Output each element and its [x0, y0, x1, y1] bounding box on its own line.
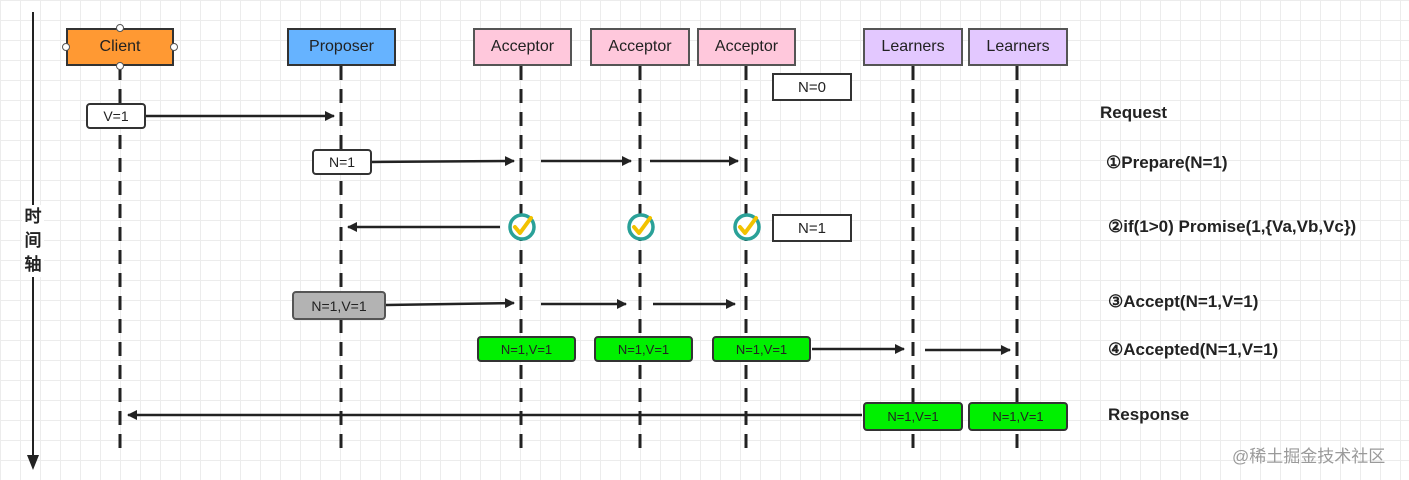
- participant-client[interactable]: Client: [66, 28, 174, 66]
- message-accepted-acceptor-3[interactable]: N=1,V=1: [712, 336, 811, 362]
- acceptor-state-promised[interactable]: N=1: [772, 214, 852, 242]
- resize-handle-top[interactable]: [116, 24, 124, 32]
- acceptor-state-initial[interactable]: N=0: [772, 73, 852, 101]
- arrow-accept-1: [385, 298, 515, 309]
- participant-proposer[interactable]: Proposer: [287, 28, 396, 66]
- message-accepted-acceptor-1[interactable]: N=1,V=1: [477, 336, 576, 362]
- participant-acceptor-1[interactable]: Acceptor: [473, 28, 572, 66]
- participant-learner-1[interactable]: Learners: [863, 28, 963, 66]
- message-response-learner-2[interactable]: N=1,V=1: [968, 402, 1068, 431]
- time-axis-char-2: 间: [24, 231, 42, 250]
- message-client-request[interactable]: V=1: [86, 103, 146, 129]
- participant-acceptor-2[interactable]: Acceptor: [590, 28, 690, 66]
- message-response-learner-1[interactable]: N=1,V=1: [863, 402, 963, 431]
- step-accept: ③Accept(N=1,V=1): [1108, 292, 1259, 311]
- step-response: Response: [1108, 405, 1190, 424]
- step-accepted: ④Accepted(N=1,V=1): [1108, 340, 1279, 359]
- time-axis-label: 时 间 轴: [22, 205, 44, 277]
- arrow-prepare-1: [371, 156, 515, 167]
- message-accepted-acceptor-2[interactable]: N=1,V=1: [594, 336, 693, 362]
- resize-handle-bottom[interactable]: [116, 62, 124, 70]
- step-prepare: ①Prepare(N=1): [1106, 153, 1228, 172]
- watermark: @稀土掘金技术社区: [1232, 447, 1386, 466]
- message-accept[interactable]: N=1,V=1: [292, 291, 386, 320]
- step-request: Request: [1100, 103, 1168, 122]
- resize-handle-left[interactable]: [62, 43, 70, 51]
- checkmark-badge-icon: [508, 213, 536, 241]
- checkmark-badge-icon: [733, 213, 761, 241]
- resize-handle-right[interactable]: [170, 43, 178, 51]
- step-promise: ②if(1>0) Promise(1,{Va,Vb,Vc}): [1108, 217, 1357, 236]
- time-axis-arrow: [27, 455, 39, 470]
- message-prepare[interactable]: N=1: [312, 149, 372, 175]
- participant-learner-2[interactable]: Learners: [968, 28, 1068, 66]
- time-axis-char-1: 时: [24, 207, 42, 226]
- time-axis-char-3: 轴: [24, 255, 42, 274]
- participant-acceptor-3[interactable]: Acceptor: [697, 28, 796, 66]
- checkmark-badge-icon: [627, 213, 655, 241]
